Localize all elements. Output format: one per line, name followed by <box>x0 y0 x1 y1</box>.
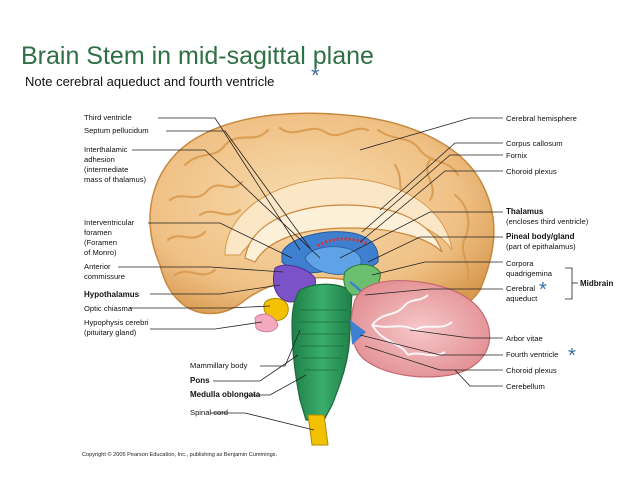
label-interthalamic-2: adhesion <box>84 155 115 164</box>
label-aqueduct-2: aqueduct <box>506 294 538 303</box>
slide-title: Brain Stem in mid-sagittal plane <box>21 42 374 70</box>
label-pineal-note: (part of epithalamus) <box>506 242 576 251</box>
label-interthalamic-4: mass of thalamus) <box>84 175 147 184</box>
label-anterior-2: commissure <box>84 272 125 281</box>
label-interventricular-1: Interventricular <box>84 218 135 227</box>
labels-left: Third ventricle Septum pellucidum Intert… <box>84 113 261 417</box>
label-pineal: Pineal body/gland <box>506 232 575 241</box>
label-interventricular-3: (Foramen <box>84 238 117 247</box>
label-aqueduct-1: Cerebral <box>506 284 535 293</box>
label-medulla: Medulla oblongata <box>190 390 261 399</box>
copyright-line: Copyright © 2005 Pearson Education, Inc.… <box>82 452 278 458</box>
spinal-cord <box>307 414 329 446</box>
label-corpora-1: Corpora <box>506 259 534 268</box>
label-thalamus-note: (encloses third ventricle) <box>506 217 589 226</box>
pituitary-gland <box>263 298 289 321</box>
labels-right: Cerebral hemisphere Corpus callosum Forn… <box>506 114 613 391</box>
label-choroid-plexus-lower: Choroid plexus <box>506 366 557 375</box>
label-hypothalamus: Hypothalamus <box>84 290 140 299</box>
label-cerebral-hemisphere: Cerebral hemisphere <box>506 114 577 123</box>
label-spinal-cord: Spinal cord <box>190 408 228 417</box>
fourth-ventricle-marker: * <box>568 345 576 367</box>
label-fornix: Fornix <box>506 151 527 160</box>
label-third-ventricle: Third ventricle <box>84 113 132 122</box>
label-midbrain: Midbrain <box>580 279 613 288</box>
brainstem <box>291 283 353 421</box>
label-corpus-callosum: Corpus callosum <box>506 139 563 148</box>
label-corpora-2: quadrigemina <box>506 269 553 278</box>
label-cerebellum: Cerebellum <box>506 382 545 391</box>
corpus-callosum <box>244 204 443 263</box>
label-choroid-plexus-upper: Choroid plexus <box>506 167 557 176</box>
label-interthalamic-1: Interthalamic <box>84 145 128 154</box>
label-interthalamic-3: (intermediate <box>84 165 128 174</box>
label-hypophysis-2: (pituitary gland) <box>84 328 137 337</box>
thalamus <box>304 246 362 275</box>
leader-lines-left <box>118 117 321 431</box>
label-septum-pellucidum: Septum pellucidum <box>84 126 149 135</box>
label-pons: Pons <box>190 376 210 385</box>
slide-note: Note cerebral aqueduct and fourth ventri… <box>25 74 275 89</box>
label-mammillary-body: Mammillary body <box>190 361 248 370</box>
aqueduct-marker: * <box>539 279 547 301</box>
label-interventricular-2: foramen <box>84 228 112 237</box>
label-arbor-vitae: Arbor vitae <box>506 334 543 343</box>
label-optic-chiasma: Optic chiasma <box>84 304 133 313</box>
label-fourth-ventricle: Fourth ventricle <box>506 350 558 359</box>
leader-lines-right <box>339 117 578 387</box>
note-marker: * <box>311 63 320 88</box>
label-interventricular-4: of Monro) <box>84 248 117 257</box>
label-anterior-1: Anterior <box>84 262 111 271</box>
label-hypophysis-1: Hypophysis cerebri <box>84 318 149 327</box>
label-thalamus: Thalamus <box>506 207 544 216</box>
